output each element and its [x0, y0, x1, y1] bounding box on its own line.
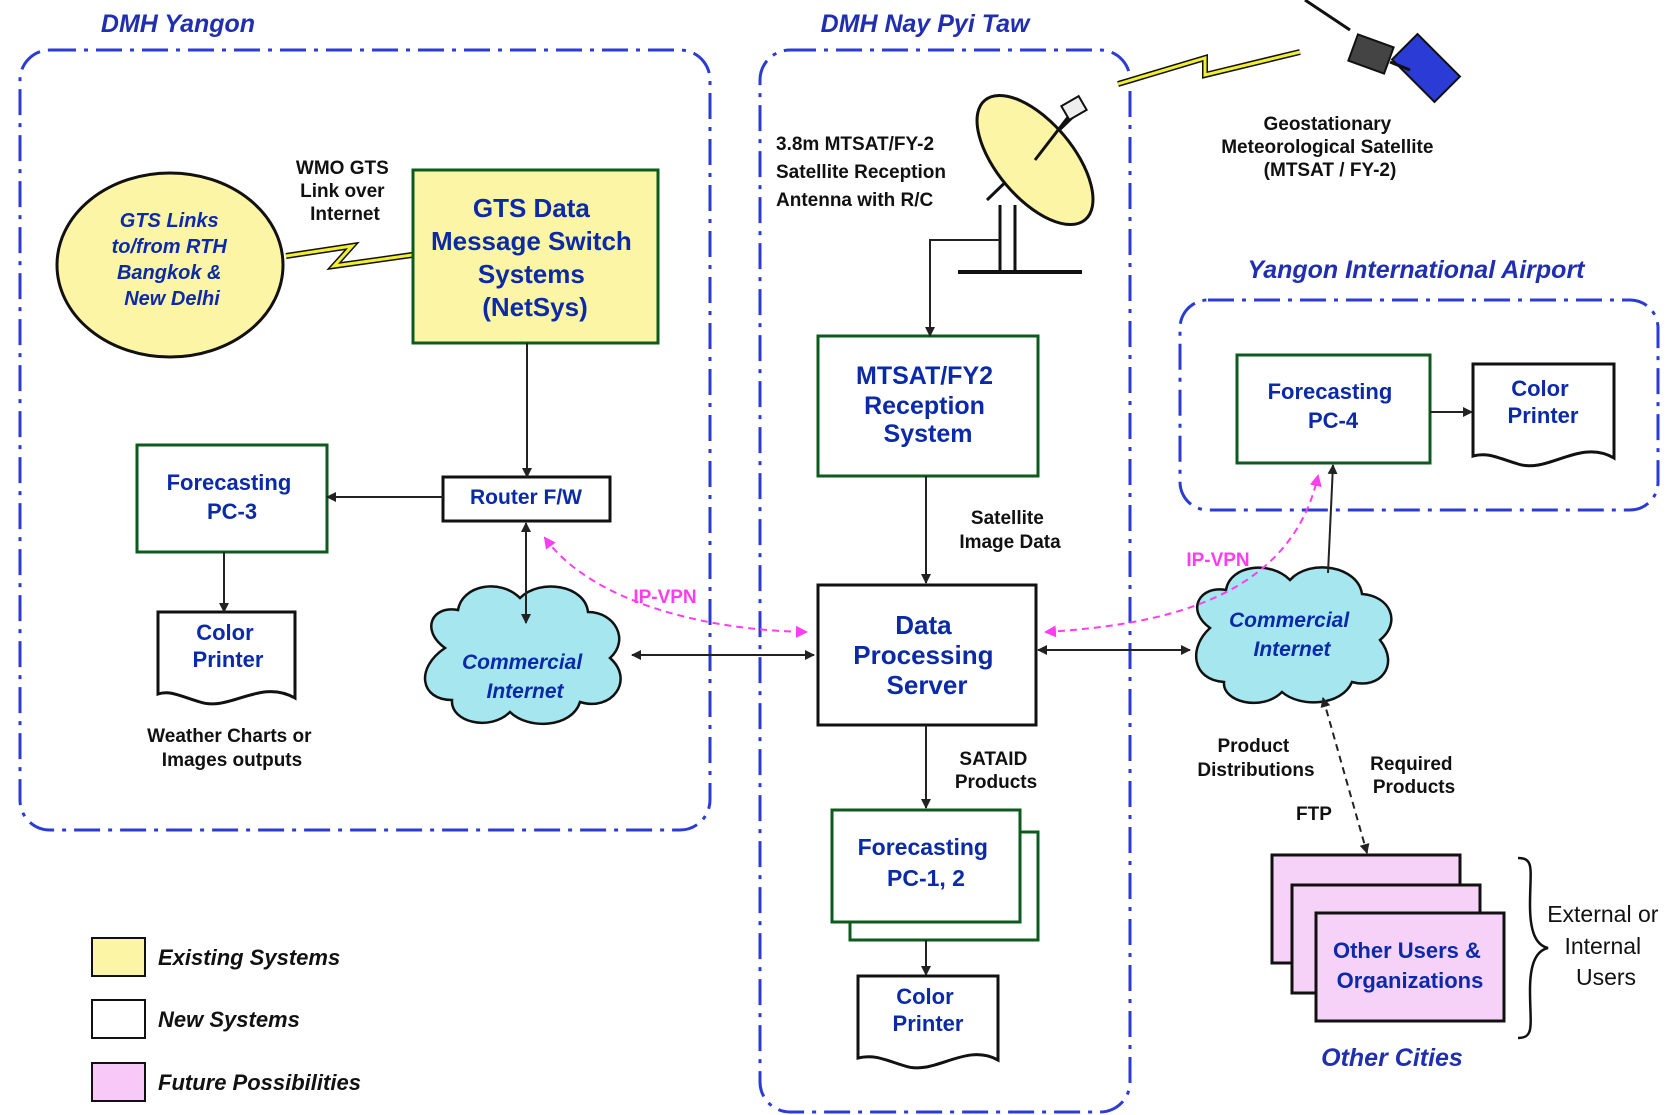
printer-airport-node: [1471, 362, 1616, 468]
printer-yangon-label: Color Printer: [193, 620, 264, 672]
satellite-lightning-icon: [1117, 49, 1301, 87]
region-title-yangon: DMH Yangon: [101, 10, 255, 38]
antenna-dish-icon: [929, 93, 1095, 330]
legend-label-future: Future Possibilities: [158, 1070, 361, 1095]
sataid-label: SATAID Products: [955, 749, 1037, 793]
pc12-node: [830, 808, 1022, 924]
internet-left-label: Commercial Internet: [462, 651, 588, 703]
region-yangon: [18, 48, 712, 832]
arrow-internet-pc4: [1327, 464, 1338, 574]
legend-label-new: New Systems: [158, 1007, 300, 1032]
satellite-icon: [1304, 0, 1462, 104]
gts-links-label: GTS Links to/from RTH Bangkok & New Delh…: [112, 210, 233, 310]
internet-right-cloud: [1194, 566, 1393, 705]
ipvpn-right-arrow: [1044, 474, 1322, 638]
external-users-label: External or Internal Users: [1547, 901, 1665, 990]
legend-label-existing: Existing Systems: [158, 945, 340, 970]
satellite-label: Geostationary Meteorological Satellite (…: [1221, 114, 1439, 181]
ftp-label: FTP: [1296, 804, 1332, 825]
wmo-lightning-icon-fill: [285, 243, 413, 269]
weather-output-label: Weather Charts or Images outputs: [147, 726, 317, 771]
pc4-label: Forecasting PC-4: [1268, 379, 1399, 433]
product-dist-label: Product Distributions: [1197, 736, 1314, 781]
gts-switch-node: [411, 168, 660, 345]
reception-label: MTSAT/FY2 Reception System: [856, 362, 1000, 448]
region-title-naypyitaw: DMH Nay Pyi Taw: [821, 10, 1031, 38]
server-node: [816, 583, 1038, 727]
satellite-lightning-icon-fill: [1117, 50, 1301, 86]
pc4-node: [1235, 353, 1432, 465]
region-title-airport: Yangon International Airport: [1247, 256, 1586, 284]
required-products-label: Required Products: [1370, 754, 1458, 798]
pc3-label: Forecasting PC-3: [167, 470, 298, 524]
other-users-label: Other Users & Organizations: [1333, 938, 1487, 993]
ipvpn-left-label: IP-VPN: [633, 587, 696, 608]
reception-node: [816, 334, 1040, 478]
other-users-node: [1314, 911, 1506, 1023]
legend-swatch-new: [91, 999, 146, 1039]
printer-airport-label: Color Printer: [1508, 376, 1579, 428]
users-brace: [1517, 856, 1549, 1040]
ipvpn-right-label: IP-VPN: [1186, 550, 1249, 571]
legend-swatch-future: [91, 1062, 146, 1102]
pc12-label: Forecasting PC-1, 2: [858, 834, 995, 891]
pc3-node: [135, 443, 329, 554]
gts-links-node: [55, 171, 285, 359]
printer-npt-node: [856, 974, 1000, 1070]
region-title-other-cities: Other Cities: [1321, 1044, 1463, 1072]
server-label: Data Processing Server: [853, 610, 1000, 700]
printer-yangon-node: [156, 610, 297, 706]
printer-npt-label: Color Printer: [893, 984, 964, 1036]
ipvpn-left-arrow: [543, 536, 808, 638]
router-label: Router F/W: [470, 486, 582, 509]
sat-image-data-label: Satellite Image Data: [959, 508, 1061, 553]
legend-swatch-existing: [91, 937, 146, 977]
region-airport: [1178, 298, 1660, 512]
arrow-internet-other-users: [1320, 697, 1370, 854]
legend: Existing Systems New Systems Future Poss…: [91, 937, 361, 1102]
wmo-link-label: WMO GTS Link over Internet: [296, 158, 394, 225]
gts-switch-label: GTS Data Message Switch Systems (NetSys): [431, 193, 639, 322]
router-node: [441, 475, 612, 523]
antenna-label: 3.8m MTSAT/FY-2 Satellite Reception Ante…: [776, 134, 951, 211]
